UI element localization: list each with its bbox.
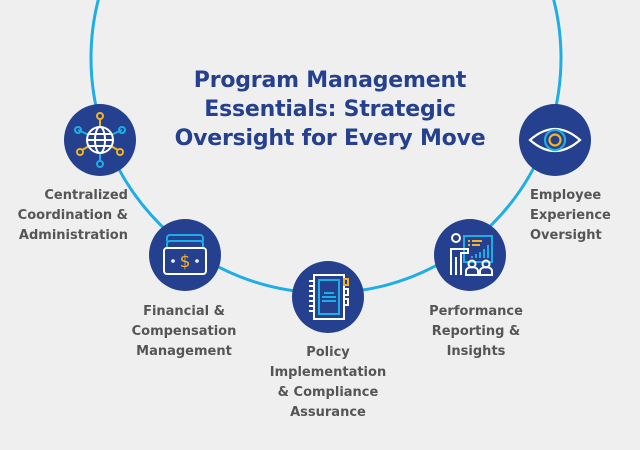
money-bills-icon: $ (163, 234, 207, 275)
label-employee: Employee Experience Oversight (530, 188, 611, 243)
presentation-chart-icon (450, 233, 493, 276)
svg-text:$: $ (180, 252, 191, 272)
label-policy: Policy Implementation & Compliance Assur… (269, 345, 387, 420)
label-financial: Financial & Compensation Management (131, 304, 237, 359)
node-employee (519, 104, 591, 176)
node-coordination (64, 104, 136, 176)
label-coordination: Centralized Coordination & Administratio… (17, 188, 128, 243)
diagram-title: Program Management Essentials: Strategic… (174, 68, 486, 151)
notebook-icon (309, 274, 349, 320)
label-performance: Performance Reporting & Insights (429, 304, 523, 359)
node-policy (292, 261, 364, 333)
node-financial: $ (149, 219, 221, 291)
eye-icon (528, 127, 582, 153)
globe-network-icon (74, 112, 126, 168)
node-performance (434, 219, 506, 291)
